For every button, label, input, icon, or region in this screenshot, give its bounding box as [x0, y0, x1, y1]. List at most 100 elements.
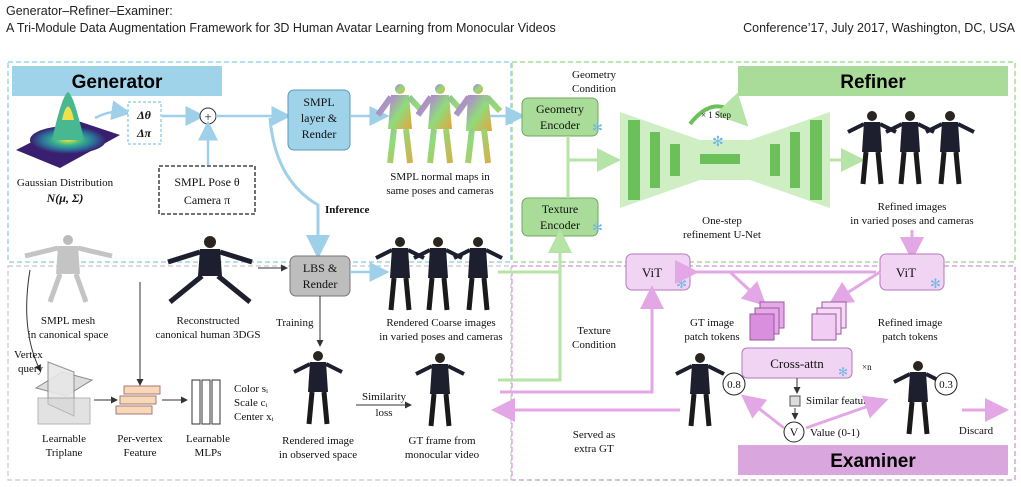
- normal-maps-label-2: same poses and cameras: [386, 185, 493, 197]
- recon-label-2: canonical human 3DGS: [155, 329, 260, 341]
- recon-label-1: Reconstructed: [177, 315, 240, 327]
- inference-label: Inference: [325, 204, 370, 216]
- score-right: 0.3: [939, 379, 953, 391]
- snowflake-icon: ✻: [676, 276, 687, 291]
- tex-cond-2: Condition: [572, 339, 617, 351]
- rendered-obs-1: Rendered image: [282, 435, 354, 447]
- refined-patch-tokens: [811, 301, 847, 341]
- vit-right-label: ViT: [896, 265, 916, 280]
- tex-cond-1: Texture: [577, 325, 611, 337]
- refined-tokens-1: Refined image: [878, 317, 943, 329]
- inference-arrow: [268, 117, 330, 259]
- header-title-line2: A Tri-Module Data Augmentation Framework…: [6, 21, 556, 35]
- smpl-render-1: SMPL: [303, 95, 334, 109]
- coarse-label-1: Rendered Coarse images: [386, 317, 495, 329]
- geom-enc-2: Encoder: [540, 118, 580, 132]
- value-label: Value (0-1): [810, 427, 860, 439]
- score-left: 0.8: [727, 379, 741, 391]
- vit-left-label: ViT: [642, 265, 662, 280]
- unet-label-2: refinement U-Net: [683, 229, 761, 241]
- training-label: Training: [276, 317, 314, 329]
- gaussian-formula: N(μ, Σ): [46, 191, 84, 205]
- rendered-observed-image: [294, 351, 342, 424]
- tex-enc-1: Texture: [542, 202, 578, 216]
- triplane-icon: [34, 361, 94, 425]
- gt-patch-tokens: [749, 301, 785, 341]
- refiner-banner: [738, 66, 1008, 96]
- examiner-banner: [738, 445, 1008, 475]
- vit-to-gt-tokens-arrow: [728, 270, 767, 307]
- refined-label-2: in varied poses and cameras: [850, 215, 973, 227]
- geom-cond-2: Condition: [572, 83, 617, 95]
- gt-frame-2: monocular video: [405, 449, 480, 461]
- smpl-pose-box: [158, 165, 256, 215]
- mlps-label-2: MLPs: [195, 447, 222, 459]
- vertex-query-1: Vertex: [14, 349, 43, 361]
- times-n-label: ×n: [862, 362, 872, 372]
- rendered-obs-2: in observed space: [279, 449, 357, 461]
- coarse-images: [376, 237, 502, 310]
- smpl-render-box: [287, 89, 351, 151]
- gt-frame-1: GT frame from: [409, 435, 476, 447]
- gt-candidate-image: [676, 353, 724, 426]
- lbs-render-2: Render: [303, 277, 338, 291]
- vit-to-refined-tokens-arrow: [828, 270, 881, 305]
- scale-label: Scale cᵢ: [234, 397, 267, 409]
- gt-tokens-2: patch tokens: [684, 331, 739, 343]
- reconstructed-3dgs: [167, 236, 253, 304]
- similar-feature-label: Similar feature: [806, 395, 872, 407]
- unet-label-1: One-step: [702, 215, 742, 227]
- smpl-render-2: layer &: [301, 111, 338, 125]
- similar-feature-icon: [789, 395, 801, 407]
- color-label: Color sᵢ: [234, 383, 268, 395]
- mlps-icon: [191, 379, 221, 425]
- examiner-region: [511, 265, 1016, 481]
- snowflake-icon: ✻: [592, 120, 603, 135]
- served-label-1: Served as: [573, 429, 615, 441]
- refiner-title: Refiner: [840, 72, 906, 93]
- pervertex-label-1: Per-vertex: [117, 433, 163, 445]
- delta-pi: Δπ: [136, 126, 152, 140]
- refined-label-1: Refined images: [878, 201, 947, 213]
- center-label: Center xᵢ: [234, 411, 274, 423]
- gaussian-surface-icon: [16, 92, 120, 168]
- normal-maps-label-1: SMPL normal maps in: [390, 171, 490, 183]
- triplane-label-1: Learnable: [42, 433, 86, 445]
- svg-text:✻: ✻: [712, 135, 724, 150]
- similarity-label-1: Similarity: [362, 391, 407, 403]
- score-right-badge: [934, 372, 958, 396]
- snowflake-icon: ✻: [592, 220, 603, 235]
- gt-tokens-1: GT image: [690, 317, 734, 329]
- cross-attn-label: Cross-attn: [770, 356, 824, 371]
- smpl-render-3: Render: [302, 127, 337, 141]
- camera-label: Camera π: [184, 193, 230, 207]
- generator-title: Generator: [72, 72, 163, 93]
- delta-box: [127, 101, 162, 145]
- generator-region: [7, 61, 512, 263]
- similarity-label-2: loss: [375, 407, 392, 419]
- vertex-query-arrow: [26, 269, 41, 372]
- discard-label: Discard: [959, 425, 994, 437]
- value-to-left-arrow: [740, 394, 785, 430]
- delta-theta: Δθ: [136, 108, 152, 122]
- geom-enc-1: Geometry: [536, 102, 584, 116]
- pervertex-label-2: Feature: [124, 447, 157, 459]
- gt-frame-image: [416, 353, 464, 426]
- triplane-label-2: Triplane: [46, 447, 83, 459]
- coarse-label-2: in varied poses and cameras: [379, 331, 502, 343]
- smpl-normal-maps: [375, 84, 503, 164]
- examiner-title: Examiner: [830, 451, 916, 472]
- score-left-badge: [722, 372, 746, 396]
- value-node: [783, 421, 805, 443]
- refined-candidate-image: [894, 361, 942, 434]
- header-venue: Conference’17, July 2017, Washington, DC…: [743, 21, 1015, 35]
- geometry-encoder-box: [521, 97, 599, 137]
- snowflake-icon: ✻: [930, 276, 941, 291]
- geom-cond-1: Geometry: [572, 69, 616, 81]
- plus-sign: +: [204, 109, 211, 124]
- unet-icon: ✻: [620, 92, 830, 208]
- smpl-mesh-label-2: in canonical space: [28, 329, 109, 341]
- gaussian-label: Gaussian Distribution: [17, 177, 114, 189]
- training-region: [7, 265, 512, 481]
